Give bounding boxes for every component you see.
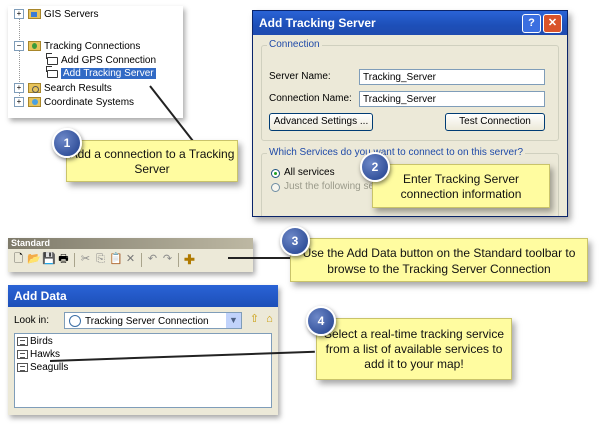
- callout-2-text: Enter Tracking Server connection informa…: [400, 172, 522, 201]
- dialog-title: Add Tracking Server: [259, 16, 376, 30]
- all-services-radio[interactable]: [271, 169, 280, 178]
- connection-group: [261, 45, 559, 141]
- save-icon[interactable]: 💾: [42, 253, 56, 265]
- delete-icon[interactable]: ✕: [125, 253, 136, 265]
- callout-4-text: Select a real-time tracking service from…: [323, 327, 505, 371]
- tree-item-add-gps-connection[interactable]: Add GPS Connection: [46, 53, 157, 68]
- tree-item-coordinate-systems[interactable]: + Coordinate Systems: [14, 96, 134, 110]
- copy-icon[interactable]: ⎘: [96, 253, 105, 265]
- tree-item-label: Tracking Connections: [44, 41, 141, 52]
- server-name-label: Server Name:: [269, 71, 331, 82]
- tree-item-label: GIS Servers: [44, 9, 99, 20]
- service-icon: [17, 349, 28, 359]
- tree-item-gis-servers[interactable]: + GIS Servers: [14, 8, 98, 22]
- redo-icon[interactable]: ↷: [162, 253, 173, 265]
- folder-icon: [28, 9, 41, 20]
- tree-guide-line: [19, 14, 20, 102]
- callout-3-pointer: [228, 257, 290, 259]
- catalog-tree: + GIS Servers − Tracking Connections Add G…: [8, 6, 183, 118]
- chevron-down-icon[interactable]: ▼: [226, 313, 241, 328]
- print-icon[interactable]: 🖶: [58, 253, 69, 265]
- home-icon[interactable]: ⌂: [266, 313, 273, 325]
- service-icon: [17, 362, 28, 372]
- callout-3: Use the Add Data button on the Standard …: [290, 238, 588, 282]
- services-legend: Which Services do you want to connect to…: [267, 147, 526, 158]
- coordinate-systems-icon: [28, 97, 41, 108]
- following-services-radio[interactable]: [271, 183, 280, 192]
- look-in-value: Tracking Server Connection: [85, 316, 209, 327]
- tree-item-label: Add GPS Connection: [61, 55, 157, 66]
- advanced-settings-button[interactable]: Advanced Settings ...: [269, 113, 373, 131]
- expand-icon[interactable]: +: [14, 97, 24, 108]
- toolbar-separator: [178, 253, 179, 267]
- list-item-label: Hawks: [30, 349, 61, 360]
- connection-name-input[interactable]: Tracking_Server: [359, 91, 545, 107]
- search-results-icon: [28, 83, 41, 94]
- toolbar-title: Standard: [8, 238, 253, 249]
- toolbar-separator: [74, 253, 75, 267]
- step-4-badge: 4: [306, 306, 336, 336]
- up-one-level-icon[interactable]: ⇧: [249, 313, 260, 325]
- callout-1: Add a connection to a Tracking Server: [66, 140, 238, 182]
- list-item-hawks[interactable]: Hawks: [17, 349, 60, 361]
- new-document-icon[interactable]: 🗋: [14, 253, 23, 265]
- standard-toolbar: Standard 🗋 📂 💾 🖶 ✂ ⎘ 📋 ✕ ↶ ↷ ✚: [8, 238, 253, 272]
- list-item-label: Seagulls: [30, 362, 69, 373]
- following-services-label: Just the following services: [284, 181, 401, 192]
- callout-2: Enter Tracking Server connection informa…: [372, 164, 550, 208]
- service-icon: [17, 336, 28, 346]
- test-connection-button[interactable]: Test Connection: [445, 113, 545, 131]
- paste-icon[interactable]: 📋: [109, 253, 123, 265]
- server-name-input[interactable]: Tracking_Server: [359, 69, 545, 85]
- step-2-badge: 2: [360, 152, 390, 182]
- step-3-badge: 3: [280, 226, 310, 256]
- toolbar-separator: [141, 253, 142, 267]
- add-data-icon[interactable]: ✚: [184, 252, 195, 267]
- connection-name-label: Connection Name:: [269, 93, 352, 104]
- cut-icon[interactable]: ✂: [80, 253, 91, 265]
- expand-icon[interactable]: +: [14, 83, 24, 94]
- callout-1-text: Add a connection to a Tracking Server: [69, 147, 235, 176]
- expand-icon[interactable]: +: [14, 9, 24, 20]
- collapse-icon[interactable]: −: [14, 41, 24, 52]
- open-folder-icon[interactable]: 📂: [27, 253, 41, 265]
- undo-icon[interactable]: ↶: [147, 253, 158, 265]
- service-list: Birds Hawks Seagulls: [14, 333, 272, 408]
- add-connection-icon: [46, 66, 58, 79]
- callout-4: Select a real-time tracking service from…: [316, 318, 512, 380]
- list-item-seagulls[interactable]: Seagulls: [17, 362, 68, 374]
- callout-3-text: Use the Add Data button on the Standard …: [302, 246, 576, 276]
- add-data-dialog: Add Data Look in: Tracking Server Connec…: [8, 285, 278, 415]
- tree-item-tracking-connections[interactable]: − Tracking Connections: [14, 40, 140, 54]
- tree-item-label: Add Tracking Server: [61, 68, 156, 79]
- help-button[interactable]: ?: [522, 14, 541, 33]
- connection-legend: Connection: [267, 39, 322, 50]
- tree-item-label: Search Results: [44, 83, 112, 94]
- all-services-label: All services: [284, 167, 335, 178]
- dialog-title-bar: Add Tracking Server ? ✕: [253, 11, 567, 35]
- step-1-badge: 1: [52, 128, 82, 158]
- look-in-combo[interactable]: Tracking Server Connection ▼: [64, 312, 242, 329]
- tree-item-label: Coordinate Systems: [44, 97, 135, 108]
- close-button[interactable]: ✕: [543, 14, 562, 33]
- look-in-label: Look in:: [14, 315, 50, 326]
- tree-item-add-tracking-server[interactable]: Add Tracking Server: [46, 66, 156, 81]
- tree-item-search-results[interactable]: + Search Results: [14, 82, 112, 96]
- tracking-connection-icon: [69, 315, 81, 328]
- list-item-label: Birds: [30, 336, 53, 347]
- list-item-birds[interactable]: Birds: [17, 336, 53, 348]
- tracking-folder-icon: [28, 41, 41, 52]
- add-data-title: Add Data: [8, 285, 278, 307]
- add-connection-icon: [46, 53, 58, 66]
